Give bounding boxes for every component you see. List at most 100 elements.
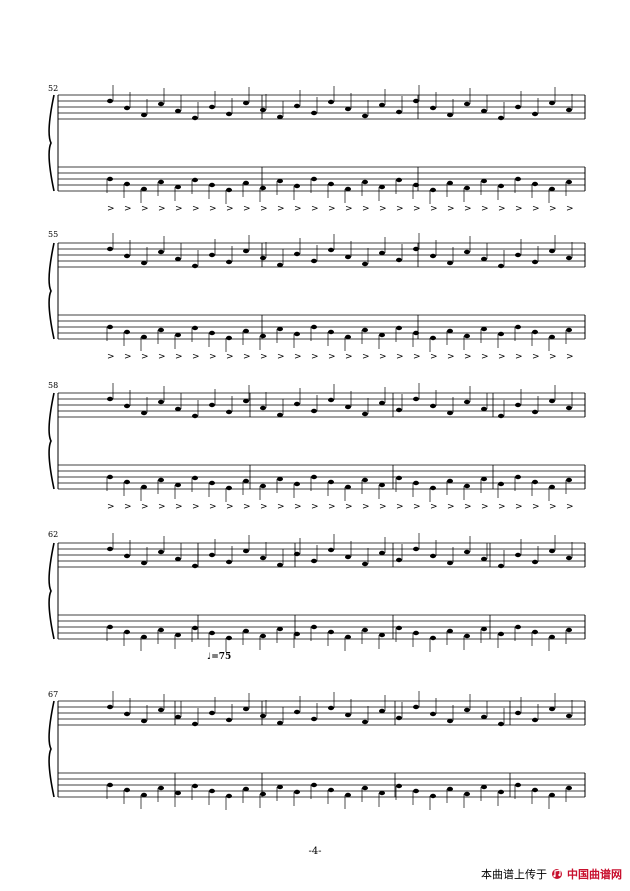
note-head <box>294 631 300 637</box>
brace-icon <box>48 392 55 490</box>
note-head <box>379 250 385 256</box>
note-head <box>158 627 164 633</box>
note-head <box>430 335 436 341</box>
note-head <box>464 549 470 555</box>
accent-mark: > <box>107 204 115 214</box>
note-head <box>447 718 453 724</box>
note-head <box>464 101 470 107</box>
accent-mark: > <box>107 352 115 362</box>
note-head <box>124 711 130 717</box>
accent-mark: > <box>226 352 234 362</box>
note-head <box>209 630 215 636</box>
note-head <box>294 331 300 337</box>
accent-mark: > <box>379 502 387 512</box>
note-head <box>566 107 572 113</box>
note-head <box>158 249 164 255</box>
accent-mark: > <box>566 352 574 362</box>
note-head <box>481 256 487 262</box>
note-head <box>311 176 317 182</box>
note-head <box>209 182 215 188</box>
accent-mark: > <box>175 352 183 362</box>
note-head <box>498 563 504 569</box>
note-head <box>549 634 555 640</box>
note-head <box>277 178 283 184</box>
accent-mark: > <box>379 204 387 214</box>
accent-mark: > <box>243 204 251 214</box>
note-head <box>566 179 572 185</box>
accent-mark: > <box>226 502 234 512</box>
note-head <box>430 635 436 641</box>
accent-mark: > <box>243 352 251 362</box>
note-head <box>175 632 181 638</box>
note-head <box>498 331 504 337</box>
note-head <box>141 260 147 266</box>
note-head <box>481 556 487 562</box>
note-head <box>345 334 351 340</box>
note-head <box>413 98 419 104</box>
accent-mark: > <box>158 502 166 512</box>
note-head <box>243 706 249 712</box>
note-head <box>532 409 538 415</box>
accent-mark: > <box>124 502 132 512</box>
note-head <box>447 410 453 416</box>
note-head <box>515 402 521 408</box>
note-head <box>124 553 130 559</box>
accent-mark: > <box>430 352 438 362</box>
note-head <box>566 555 572 561</box>
note-head <box>515 710 521 716</box>
accent-mark: > <box>430 502 438 512</box>
note-head <box>243 248 249 254</box>
note-head <box>362 179 368 185</box>
accent-mark: > <box>260 352 268 362</box>
note-head <box>328 99 334 105</box>
accent-mark: > <box>260 204 268 214</box>
accent-mark: > <box>124 352 132 362</box>
note-head <box>141 410 147 416</box>
accent-mark: > <box>107 502 115 512</box>
note-head <box>328 329 334 335</box>
note-head <box>141 484 147 490</box>
note-head <box>498 789 504 795</box>
measure-number-52: 52 <box>48 84 59 93</box>
note-head <box>481 784 487 790</box>
note-head <box>481 714 487 720</box>
note-head <box>209 788 215 794</box>
note-head <box>481 178 487 184</box>
note-head <box>209 104 215 110</box>
note-head <box>260 107 266 113</box>
accent-mark: > <box>328 352 336 362</box>
note-head <box>464 791 470 797</box>
note-head <box>430 711 436 717</box>
note-head <box>226 259 232 265</box>
footer-text: 本曲谱上传于 <box>481 868 547 881</box>
accent-mark: > <box>294 352 302 362</box>
note-head <box>243 478 249 484</box>
note-head <box>515 104 521 110</box>
note-head <box>141 186 147 192</box>
note-head <box>413 330 419 336</box>
note-head <box>260 405 266 411</box>
note-head <box>141 112 147 118</box>
accent-mark: > <box>532 502 540 512</box>
note-head <box>107 474 113 480</box>
note-head <box>464 333 470 339</box>
note-head <box>464 399 470 405</box>
note-head <box>192 413 198 419</box>
note-head <box>430 187 436 193</box>
note-head <box>175 256 181 262</box>
note-head <box>430 793 436 799</box>
note-head <box>532 181 538 187</box>
note-head <box>532 259 538 265</box>
note-head <box>124 629 130 635</box>
note-head <box>328 705 334 711</box>
accent-mark: > <box>192 352 200 362</box>
note-head <box>192 563 198 569</box>
note-head <box>413 396 419 402</box>
music-logo-icon <box>552 869 562 879</box>
note-head <box>175 790 181 796</box>
brace-icon <box>48 700 55 798</box>
note-head <box>226 793 232 799</box>
accent-mark: > <box>362 204 370 214</box>
note-head <box>379 632 385 638</box>
